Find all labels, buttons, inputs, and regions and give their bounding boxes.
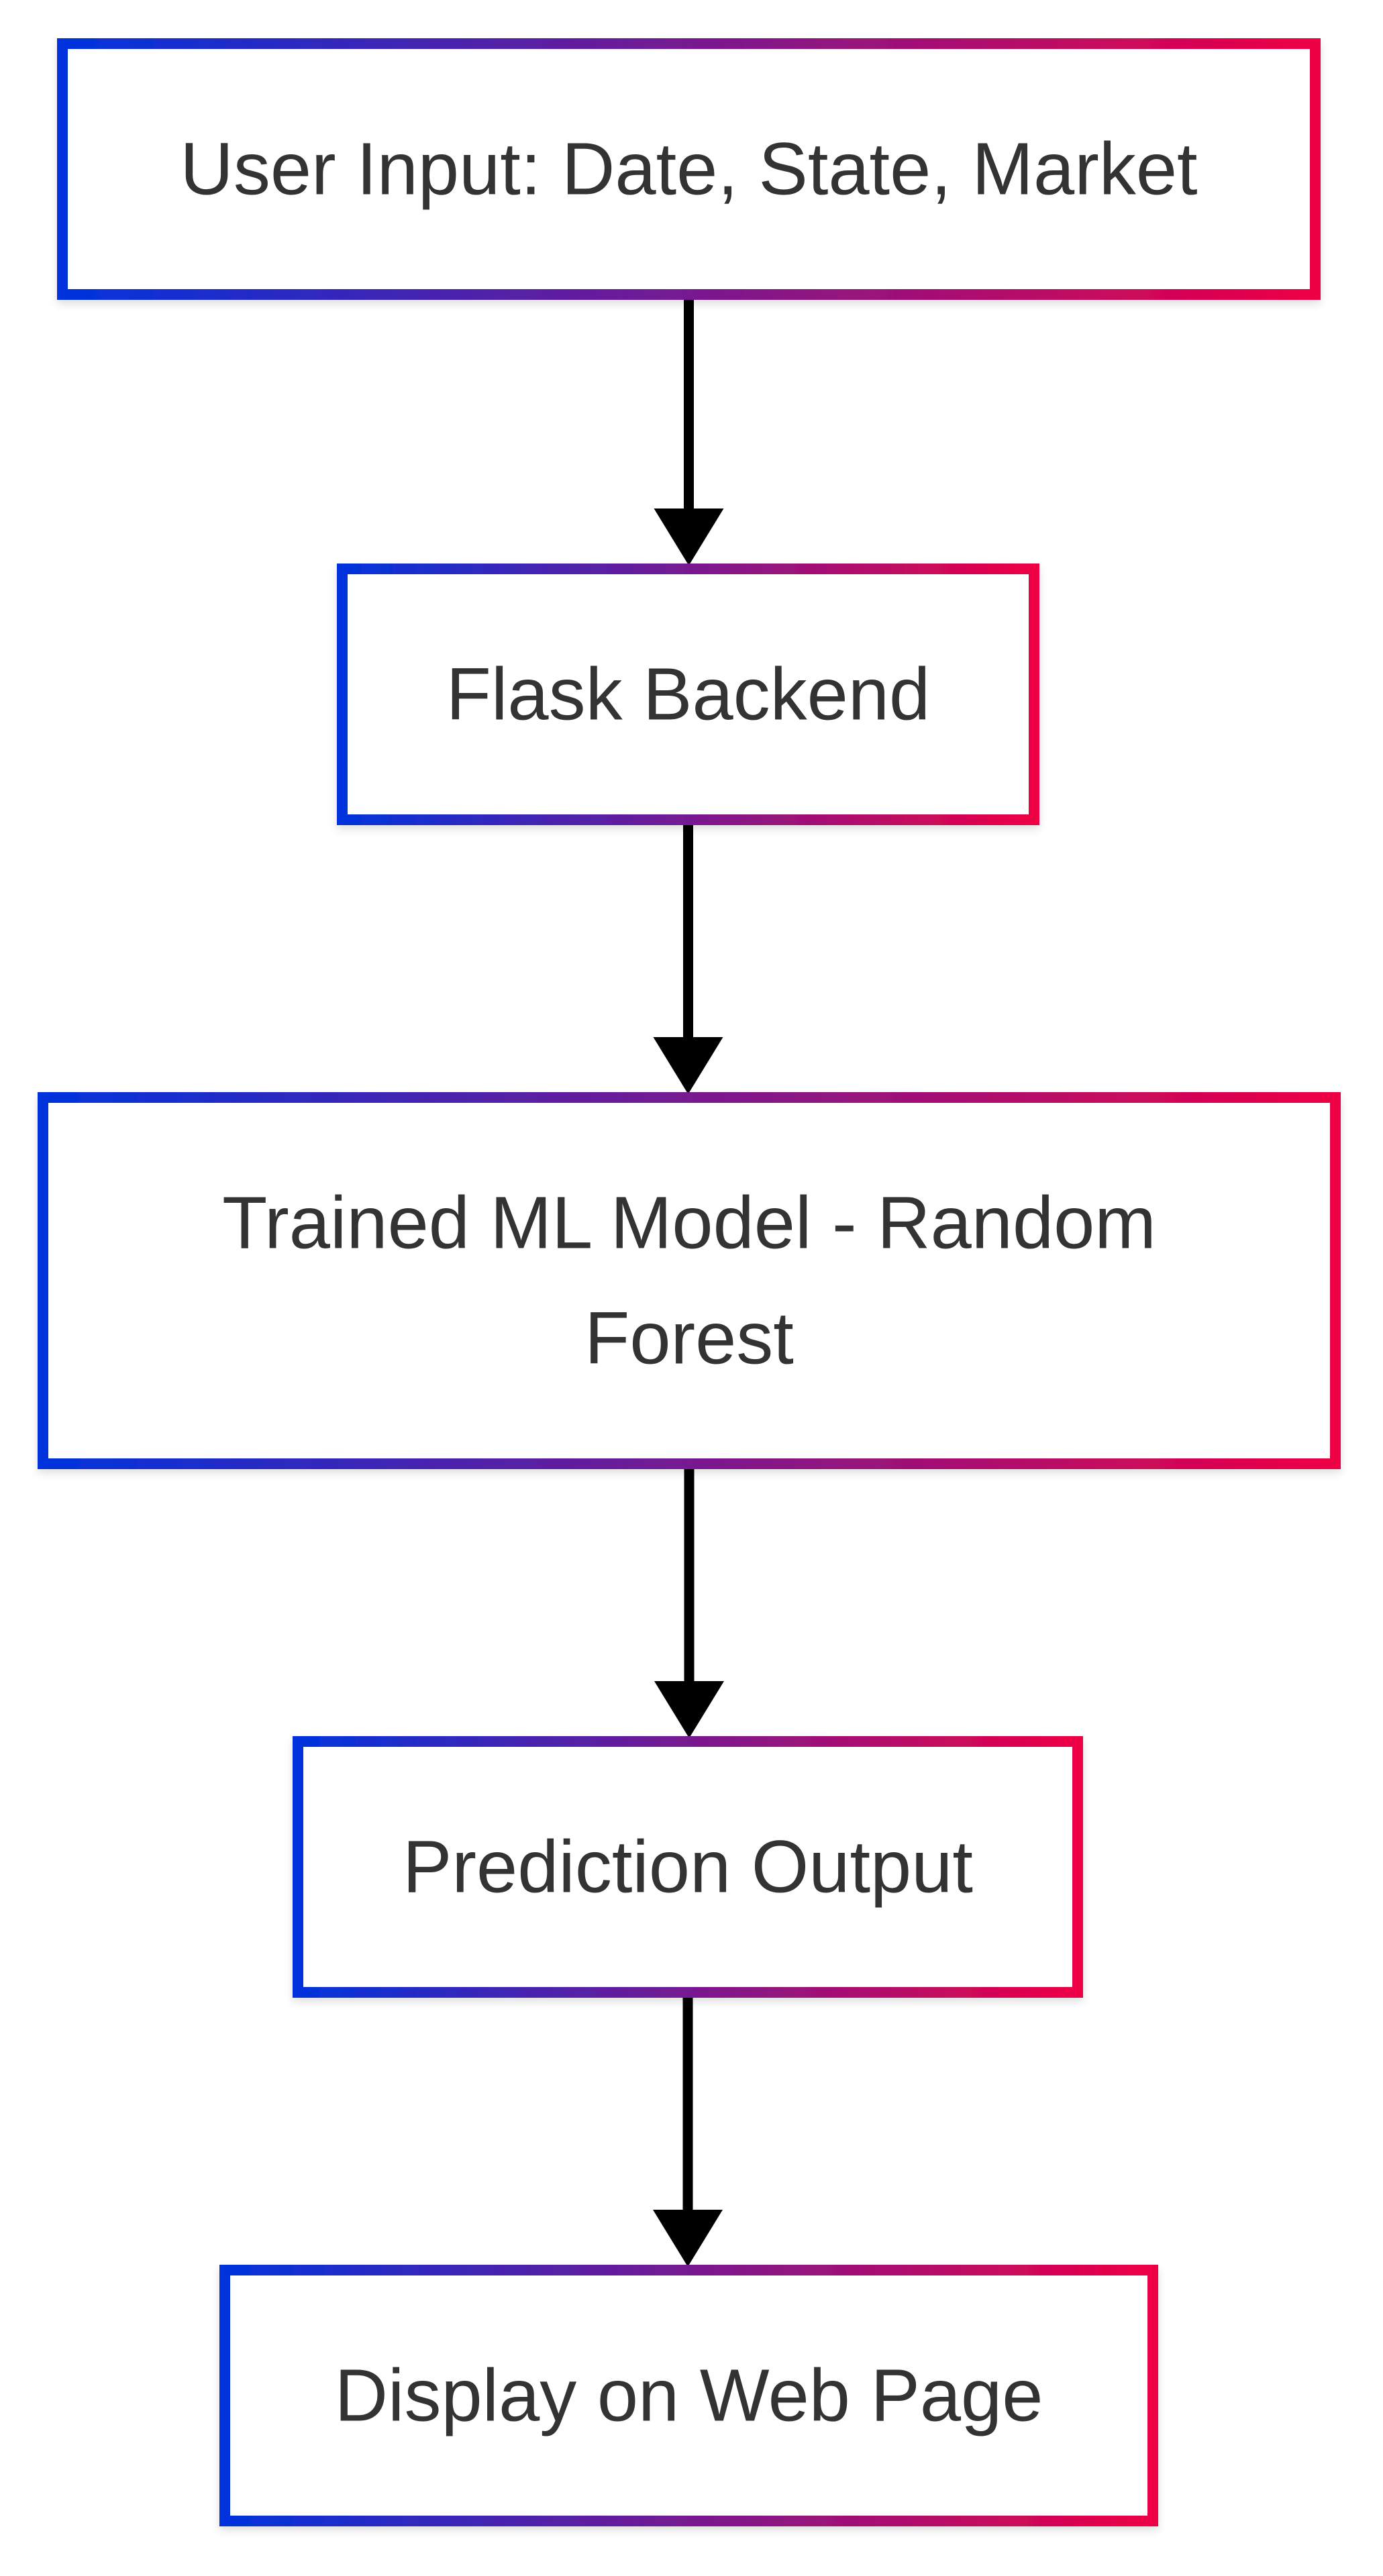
node-label: Trained ML Model - Random	[222, 1182, 1156, 1265]
edge-flask-backend-to-ml-model	[653, 820, 723, 1094]
node-label: Display on Web Page	[335, 2355, 1043, 2437]
arrowhead-icon	[654, 1681, 724, 1738]
node-box	[293, 1736, 1083, 1998]
node-user-input: User Input: Date, State, Market	[57, 38, 1321, 300]
node-label: Prediction Output	[403, 1826, 973, 1909]
node-display: Display on Web Page	[219, 2265, 1158, 2526]
node-box	[337, 564, 1039, 825]
node-label: Flask Backend	[446, 653, 930, 736]
node-prediction-output: Prediction Output	[293, 1736, 1083, 1998]
edge-prediction-output-to-display	[653, 1992, 723, 2267]
edges	[653, 294, 724, 2267]
node-box	[219, 2265, 1158, 2526]
arrowhead-icon	[653, 1037, 723, 1094]
node-label: User Input: Date, State, Market	[180, 128, 1197, 211]
node-box	[57, 38, 1321, 300]
node-label: Forest	[584, 1297, 794, 1380]
arrowhead-icon	[653, 2210, 723, 2267]
edge-ml-model-to-prediction-output	[654, 1464, 724, 1738]
node-flask-backend: Flask Backend	[337, 564, 1039, 825]
node-box	[38, 1092, 1341, 1469]
edge-user-input-to-flask-backend	[654, 294, 724, 566]
arrowhead-icon	[654, 508, 724, 566]
